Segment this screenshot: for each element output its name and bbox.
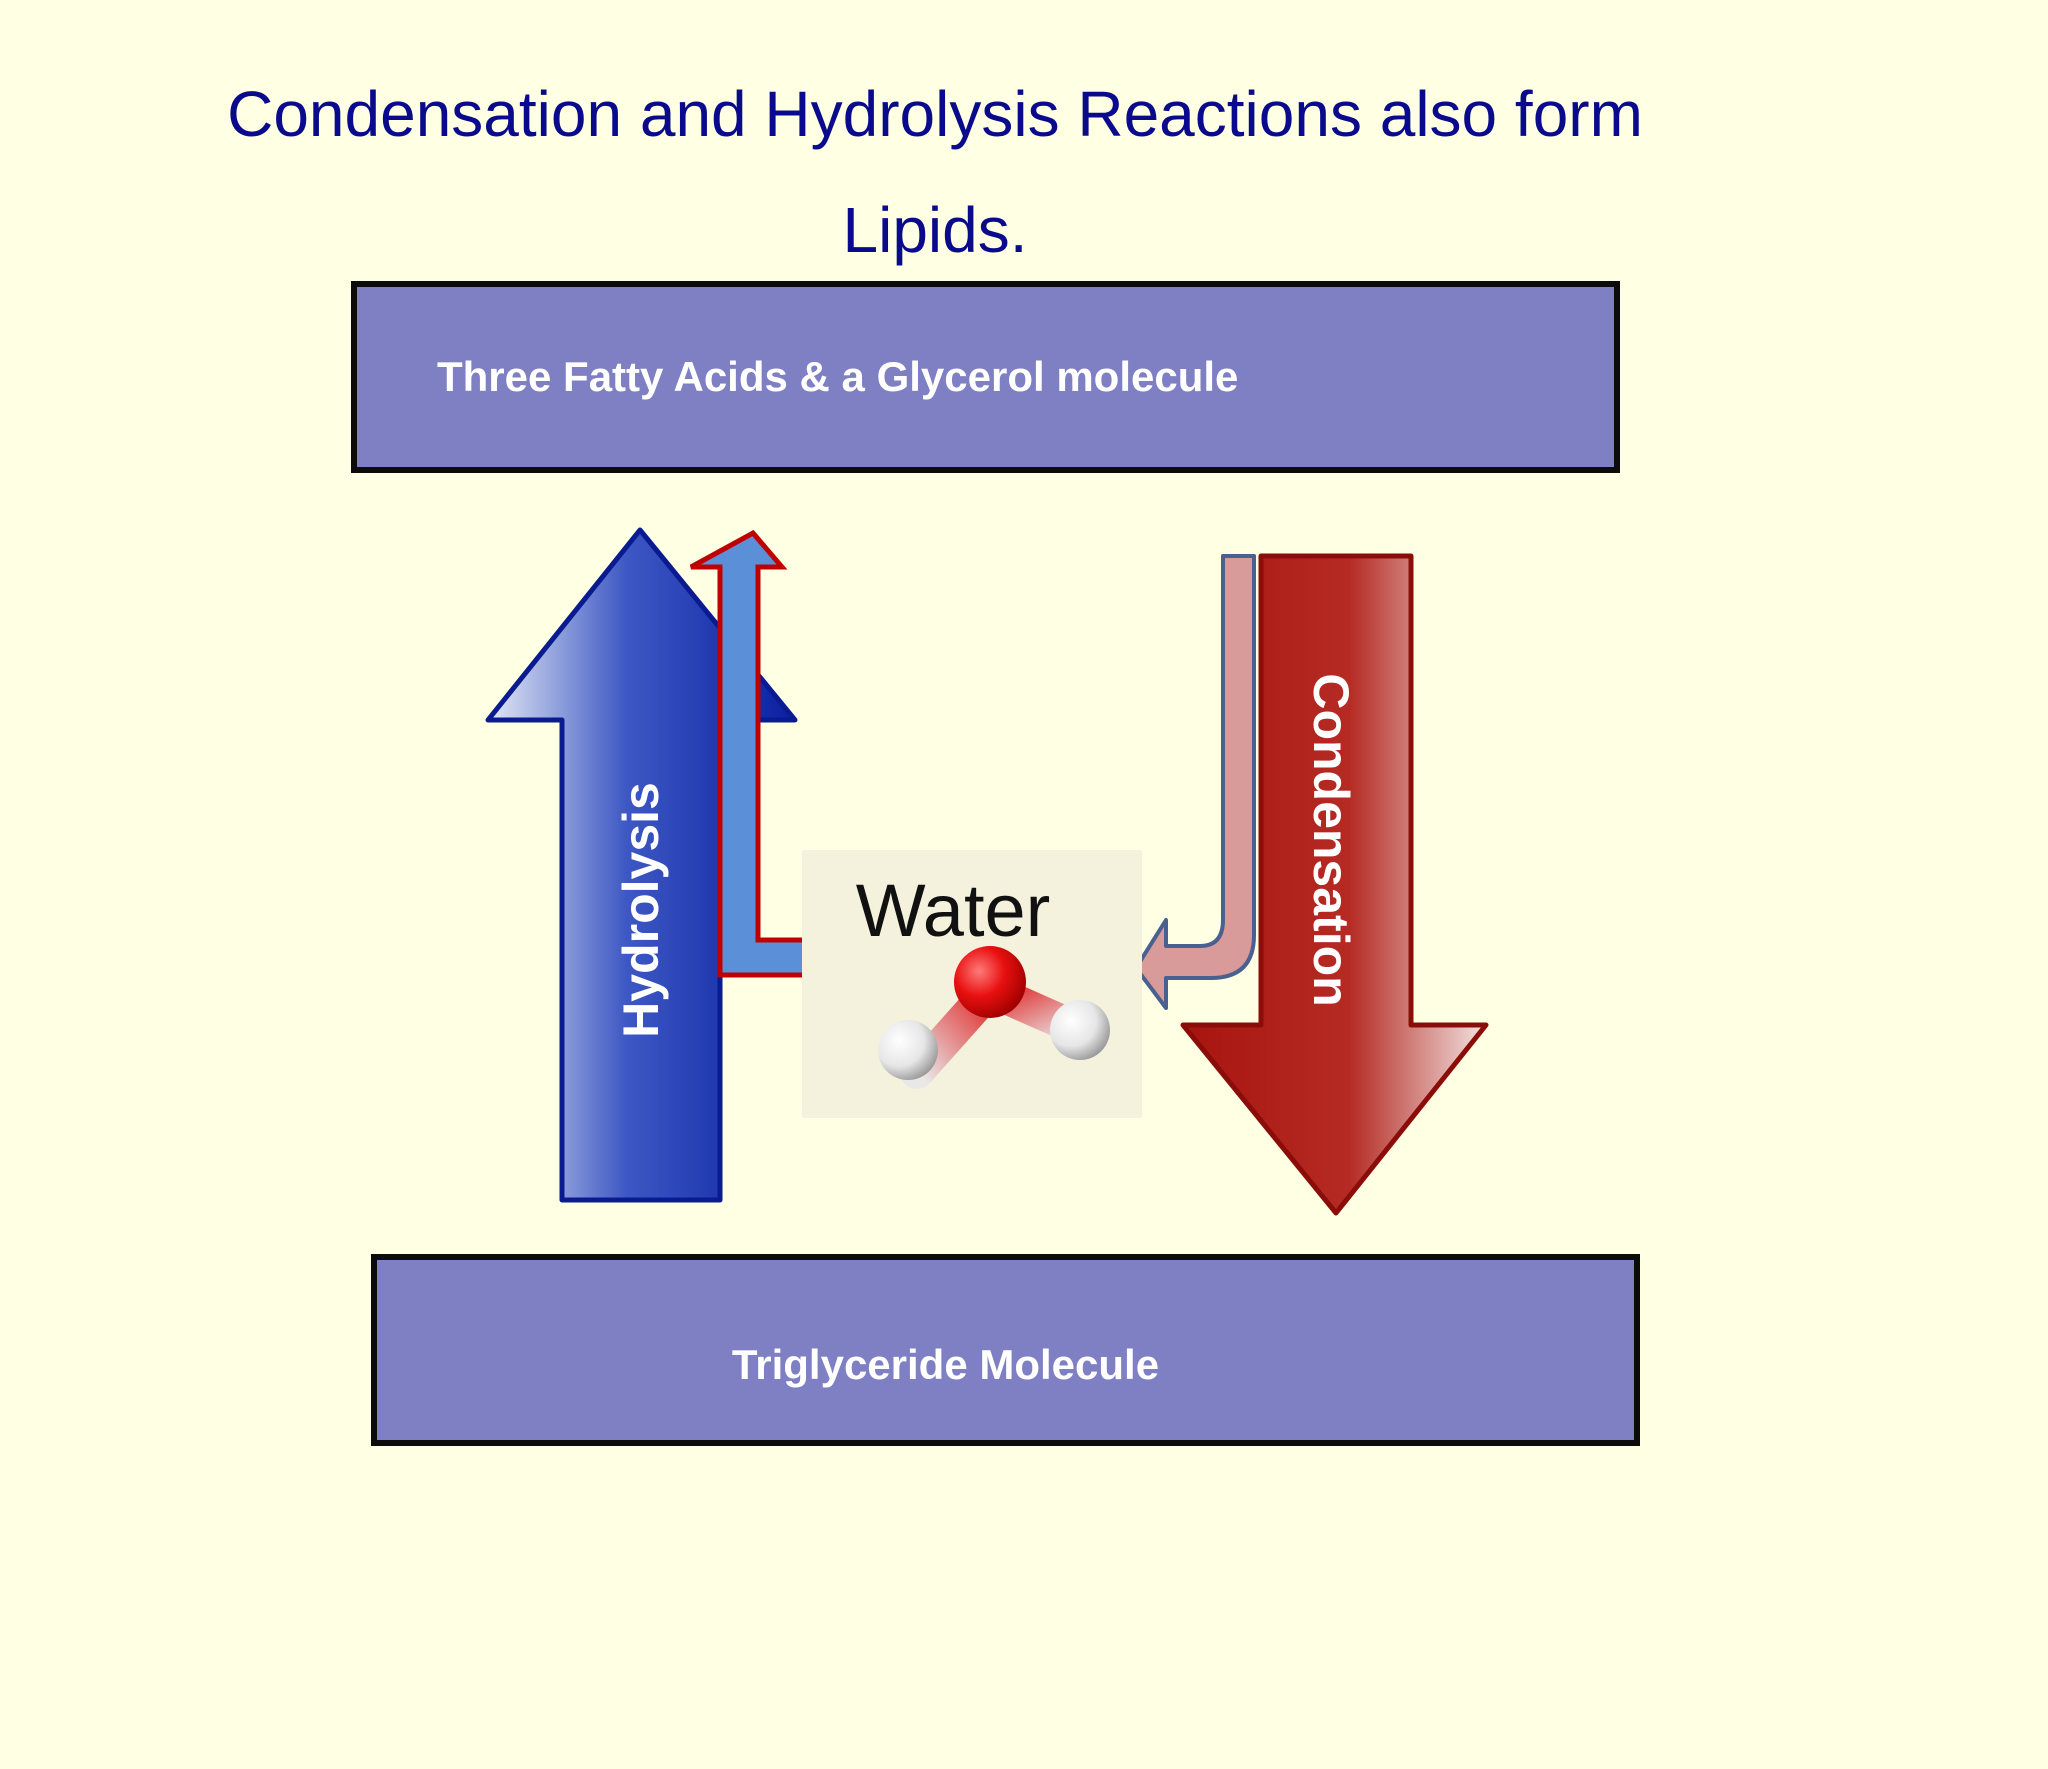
water-molecule-icon	[878, 946, 1110, 1089]
condensation-arrow	[1180, 553, 1489, 1216]
condensation-label: Condensation	[1303, 673, 1359, 1006]
title-line-1: Condensation and Hydrolysis Reactions al…	[227, 78, 1643, 150]
reactants-box: Three Fatty Acids & a Glycerol molecule	[351, 281, 1620, 473]
water-label: Water	[856, 869, 1051, 952]
water-removal-arrow	[1134, 554, 1256, 1010]
product-box: Triglyceride Molecule	[371, 1254, 1640, 1446]
page-title: Condensation and Hydrolysis Reactions al…	[0, 56, 1870, 288]
hydrolysis-label: Hydrolysis	[613, 782, 669, 1038]
product-label: Triglyceride Molecule	[731, 1341, 1160, 1388]
title-line-2: Lipids.	[842, 194, 1028, 266]
reactants-label: Three Fatty Acids & a Glycerol molecule	[437, 353, 1239, 400]
